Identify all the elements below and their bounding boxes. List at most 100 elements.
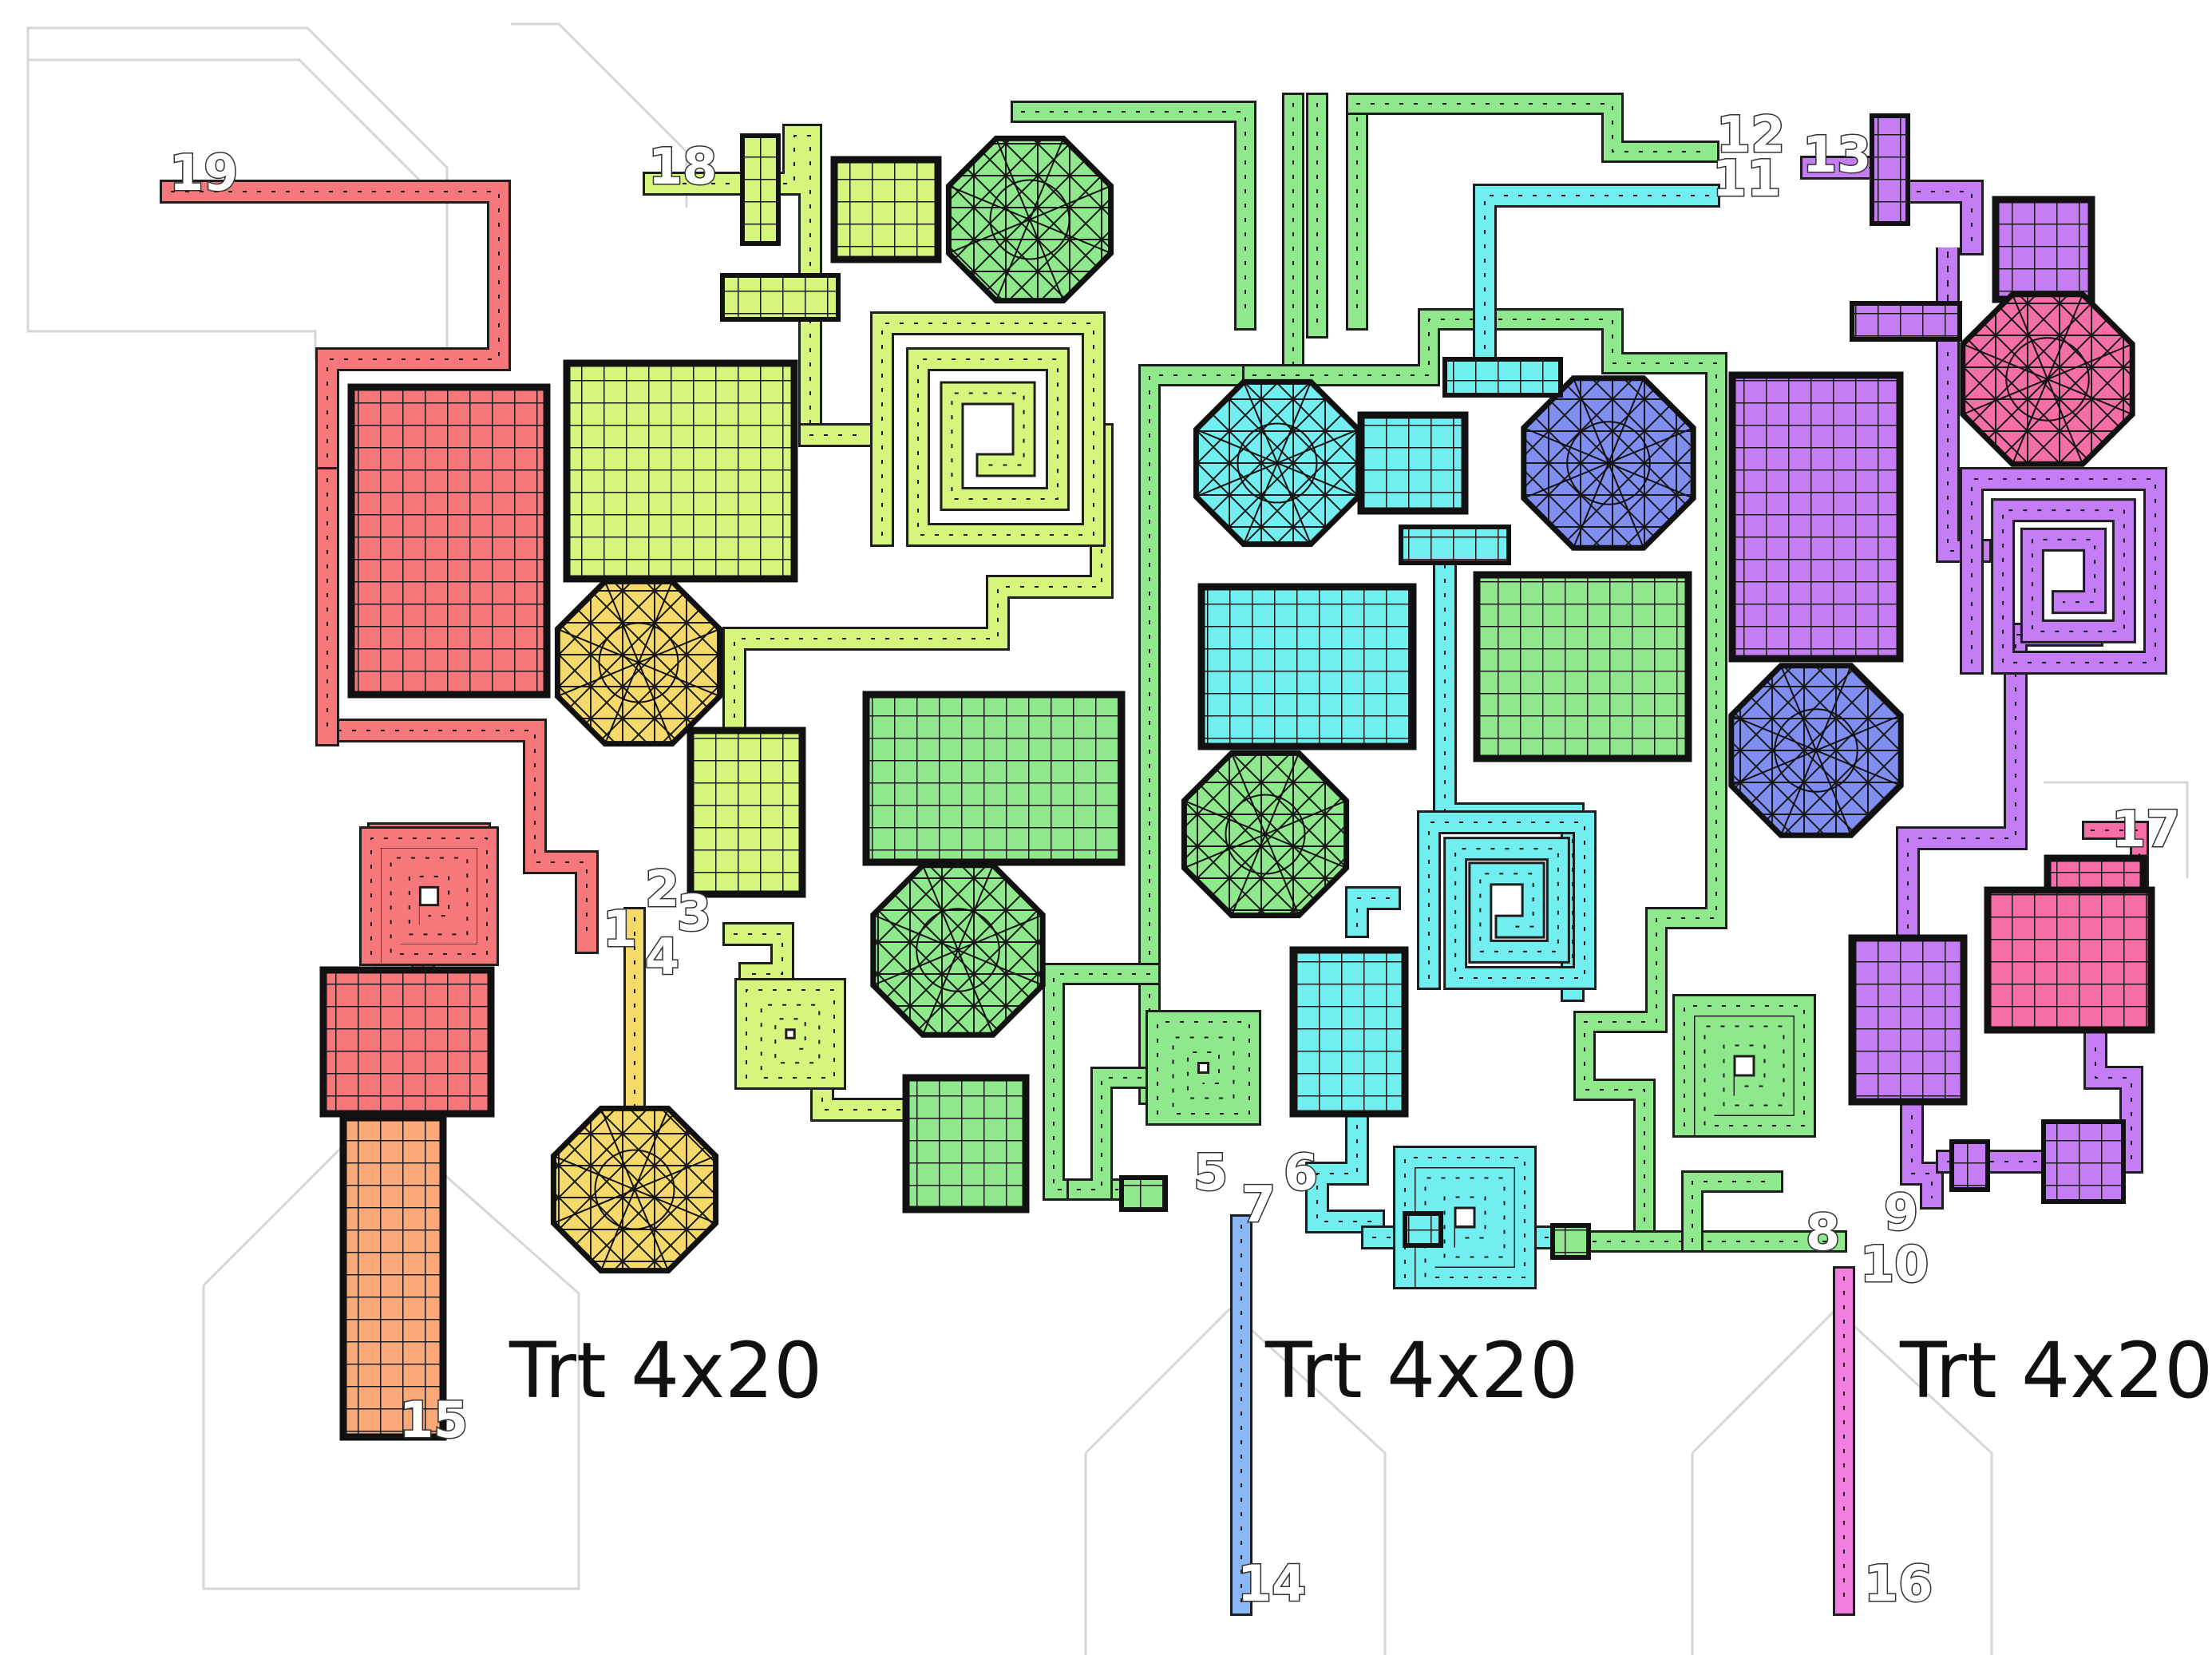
trace-purple-b-cells <box>1907 634 2092 935</box>
inductor-yellow-low-spoke <box>634 1154 717 1190</box>
inductor-yellow-low-spoke <box>599 1107 635 1190</box>
trace-green-i <box>1681 1170 1783 1253</box>
spiral-green-cells <box>1684 1005 1805 1126</box>
spiral-cyan-b <box>1393 1146 1537 1289</box>
spiral-lime-small <box>734 978 846 1090</box>
trace-lime-low-cells <box>734 933 907 1111</box>
transistor-labels: Trt 4x20 Trt 4x20 Trt 4x20 <box>508 1326 2212 1415</box>
capacitor-purple-top <box>1992 196 2095 303</box>
port-11-label: 11 <box>1712 149 1781 208</box>
transistor-label-1: Trt 4x20 <box>508 1326 822 1415</box>
inductor-blue-low-spoke <box>1815 750 1901 786</box>
inductor-blue-low-spoke <box>1815 750 1852 836</box>
capacitor-cyan-b <box>1357 411 1469 515</box>
spiral-green-small-cells <box>1157 1021 1250 1115</box>
inductor-pink-spoke <box>2047 378 2083 465</box>
capacitor-lime-mid <box>687 727 806 898</box>
capacitor-red-large <box>347 383 551 699</box>
inductor-blue-top <box>1521 375 1696 551</box>
inductor-green-right-spoke <box>1183 833 1266 869</box>
trace-cyan-b-fill <box>1308 1116 1383 1247</box>
inductor-yellow-mid-spoke <box>638 580 674 663</box>
capacitor-purple-low <box>1848 934 1968 1106</box>
inductor-blue-low-spoke <box>1780 750 1817 836</box>
pad-lime-18 <box>740 133 781 246</box>
resistor-orange-15-border <box>339 1114 447 1441</box>
inductor-yellow-low-spoke <box>634 1107 670 1190</box>
trace-lime-mid-cells <box>734 434 1102 751</box>
spiral-purple-cells <box>1971 478 2156 663</box>
transistor-label-2: Trt 4x20 <box>1264 1326 1578 1415</box>
spiral-cyan-b-cells <box>1404 1157 1525 1278</box>
trace-pink-17-cells <box>2091 829 2140 887</box>
inductor-blue-top-spoke <box>1573 378 1609 464</box>
inductor-green-right-spoke <box>1183 799 1266 835</box>
port-8-label: 8 <box>1806 1203 1840 1261</box>
package-outlines <box>26 22 2189 1655</box>
inductor-green-right-spoke <box>1230 833 1266 917</box>
inductor-green-mid-spoke <box>922 949 959 1035</box>
capacitor-purple-low-grid <box>1852 938 1964 1102</box>
inductor-green-top-spoke <box>1029 137 1065 220</box>
spiral-green-small-fill <box>1148 1012 1259 1123</box>
capacitor-cyan-a-border <box>1197 583 1417 750</box>
inductor-cyan-spoke <box>1276 428 1359 464</box>
spiral-purple-fill <box>1962 469 2165 672</box>
trace-green-f-cells <box>1053 973 1150 1190</box>
inductor-cyan-spoke <box>1242 462 1278 545</box>
trace-green-d-fill <box>1348 95 1717 160</box>
inductor-pink-spoke <box>2047 378 2133 415</box>
inductor-pink-ring <box>2005 337 2090 422</box>
trace-green-a-fill <box>1141 95 1302 1103</box>
trace-cyan-11-cells <box>1484 195 1709 376</box>
inductor-green-right <box>1181 750 1350 919</box>
bar-cyan-a <box>1442 357 1563 398</box>
inductor-yellow-mid-spoke <box>556 662 639 698</box>
port-6-label: 6 <box>1284 1143 1318 1202</box>
port-15-label: 15 <box>399 1391 468 1449</box>
capacitor-green-mid-grid <box>866 695 1122 862</box>
inductor-blue-low-spoke <box>1780 665 1817 751</box>
inductor-green-top-spoke <box>995 137 1031 220</box>
via-purple <box>1949 1139 1990 1192</box>
trace-green-g-cells <box>1077 1077 1146 1190</box>
capacitor-pink-17-grid <box>1988 890 2151 1030</box>
via-green-a-grid <box>1122 1178 1165 1210</box>
via-green-a <box>1119 1175 1168 1212</box>
inductor-green-top <box>945 135 1114 304</box>
capacitor-cyan-c-border <box>1289 946 1409 1118</box>
trace-green-a <box>1138 93 1304 1105</box>
capacitor-pink-17 <box>1984 886 2155 1034</box>
inductor-blue-low-spoke <box>1815 715 1901 751</box>
inductor-green-mid-spoke <box>873 949 959 986</box>
inductor-blue-low-spoke <box>1731 750 1817 786</box>
inductor-green-top-spoke <box>995 219 1031 302</box>
capacitor-red-small <box>319 966 495 1118</box>
capacitor-cyan-b-grid <box>1361 415 1465 511</box>
inductor-pink-spoke <box>1962 343 2048 380</box>
inductor-yellow-mid-spoke <box>638 662 721 698</box>
inductor-blue-low-spoke <box>1731 715 1817 751</box>
trace-cyan-11 <box>1473 184 1720 387</box>
inductor-blue-top-spoke <box>1608 378 1644 464</box>
inductor-green-mid-spoke <box>922 865 959 951</box>
capacitor-green-low <box>902 1074 1030 1214</box>
inductor-yellow-mid-spoke <box>603 662 639 745</box>
capacitor-lime-mid-grid <box>691 730 802 894</box>
inductor-pink-spoke <box>2012 378 2048 465</box>
capacitor-red-large-border <box>347 383 551 699</box>
capacitor-lime-top-border <box>830 156 942 263</box>
inductor-green-right-spoke <box>1230 752 1266 835</box>
capacitor-purple-large <box>1728 371 1904 663</box>
inductor-green-top-spoke <box>1029 219 1112 255</box>
inductor-blue-top-spoke <box>1523 427 1609 464</box>
inductor-blue-low-spoke <box>1815 665 1852 751</box>
spiral-lime <box>870 311 1106 547</box>
bar-cyan-a-grid <box>1445 359 1561 395</box>
trace-cyan-11-edge <box>1473 184 1720 387</box>
capacitor-purple-top-grid <box>1996 200 2091 299</box>
inductor-yellow-low-ring <box>594 1149 675 1230</box>
trace-green-d <box>1346 93 1719 163</box>
port-18-label: 18 <box>648 137 717 196</box>
capacitor-green-low-grid <box>906 1078 1026 1210</box>
